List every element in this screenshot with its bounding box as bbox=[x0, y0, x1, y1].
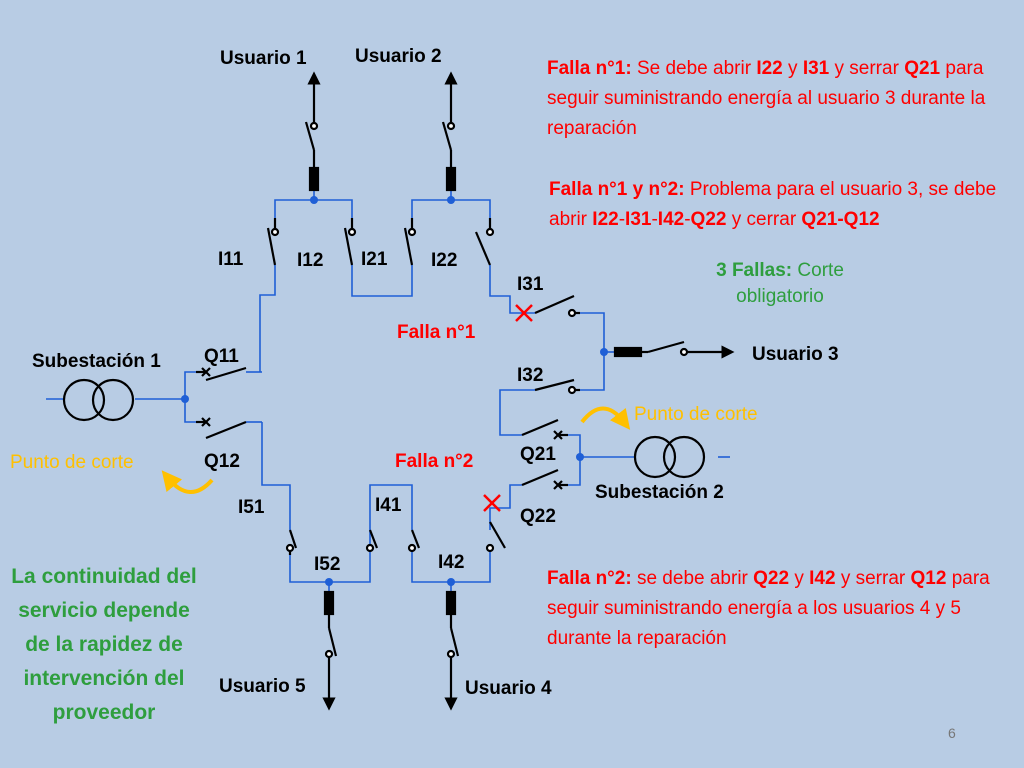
cut-point-arrow-icon-left bbox=[161, 470, 214, 494]
switchgear bbox=[62, 71, 735, 711]
label-usuario-3: Usuario 3 bbox=[752, 344, 839, 365]
label-subestacion-1: Subestación 1 bbox=[32, 351, 161, 372]
label-i52: I52 bbox=[314, 554, 340, 575]
label-q12: Q12 bbox=[204, 451, 240, 472]
label-i51: I51 bbox=[238, 497, 265, 518]
label-usuario-4: Usuario 4 bbox=[465, 678, 552, 699]
page-number: 6 bbox=[948, 725, 956, 741]
label-q21: Q21 bbox=[520, 444, 556, 465]
network-lines bbox=[46, 190, 730, 592]
continuity-statement: La continuidad del servicio depende de l… bbox=[11, 565, 197, 724]
fault-1-cross-icon bbox=[515, 304, 533, 322]
transformer-2-coil-a bbox=[633, 435, 677, 479]
label-punto-de-corte-left: Punto de corte bbox=[10, 452, 134, 473]
note-falla-2: Falla n°2: se debe abrir Q22 y I42 y ser… bbox=[547, 568, 990, 649]
transformer-2-coil-b bbox=[662, 435, 706, 479]
label-q11: Q11 bbox=[204, 346, 239, 367]
fault-markers bbox=[483, 304, 533, 512]
label-i11: I11 bbox=[218, 249, 244, 270]
label-subestacion-2: Subestación 2 bbox=[595, 482, 724, 503]
label-i41: I41 bbox=[375, 495, 402, 516]
label-i22: I22 bbox=[431, 250, 457, 271]
transformer-1-coil-b bbox=[91, 378, 135, 422]
label-i32: I32 bbox=[517, 365, 543, 386]
label-i42: I42 bbox=[438, 552, 464, 573]
label-i12: I12 bbox=[297, 250, 323, 271]
transformer-1-coil-a bbox=[62, 378, 106, 422]
label-falla-1: Falla n°1 bbox=[397, 322, 476, 343]
label-usuario-2: Usuario 2 bbox=[355, 46, 442, 67]
label-falla-2: Falla n°2 bbox=[395, 451, 473, 472]
label-usuario-1: Usuario 1 bbox=[220, 48, 307, 69]
junction-dots bbox=[181, 196, 608, 586]
note-falla-1: Falla n°1: Se debe abrir I22 y I31 y ser… bbox=[547, 58, 986, 139]
note-falla-1-y-2: Falla n°1 y n°2: Problema para el usuari… bbox=[549, 179, 997, 230]
label-i31: I31 bbox=[517, 274, 544, 295]
label-punto-de-corte-right: Punto de corte bbox=[634, 404, 758, 425]
cut-point-arrow-icon-right bbox=[580, 406, 631, 430]
fault-2-cross-icon bbox=[483, 494, 501, 512]
label-usuario-5: Usuario 5 bbox=[219, 676, 306, 697]
note-3-fallas: 3 Fallas: Corte obligatorio bbox=[716, 260, 844, 307]
label-q22: Q22 bbox=[520, 506, 556, 527]
label-i21: I21 bbox=[361, 249, 388, 270]
